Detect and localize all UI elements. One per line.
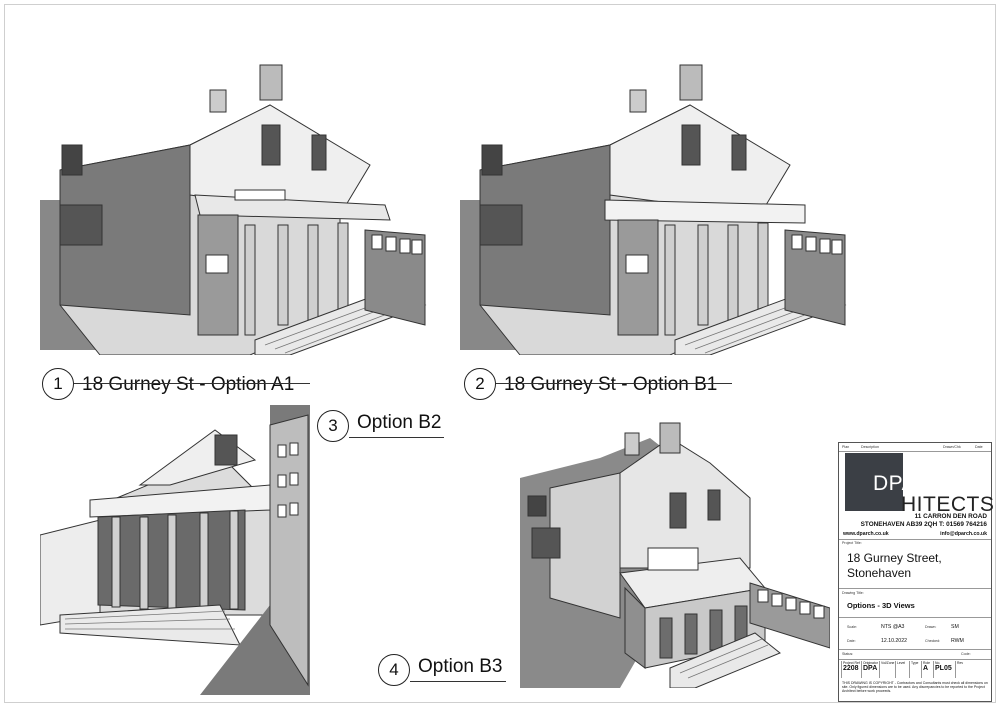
- drawn-value: SM: [951, 624, 959, 630]
- checked-value: RWM: [951, 638, 964, 644]
- grid-header: No.: [935, 661, 941, 665]
- grid-header: Type: [911, 661, 919, 665]
- caption-underline: [496, 383, 732, 384]
- project-line2: Stonehaven: [847, 566, 912, 580]
- website: www.dparch.co.uk: [843, 531, 889, 537]
- view-3-caption: 3 Option B2: [317, 410, 442, 442]
- grid-header: Originator: [863, 661, 878, 665]
- divider: [839, 539, 991, 540]
- logo-text: DPARC HITECTS: [873, 473, 994, 515]
- view-1-render: [40, 55, 430, 355]
- drawing-title-label: Drawing Title:: [842, 591, 864, 595]
- company-logo: [845, 453, 903, 511]
- view-2-render: [460, 55, 850, 355]
- grid-cell: Level: [895, 661, 909, 678]
- grid-header: Role: [923, 661, 930, 665]
- grid-value: DPA: [863, 665, 878, 672]
- address-line1: 11 CARRON DEN ROAD: [914, 513, 987, 520]
- caption-underline: [74, 383, 310, 384]
- view-3-render: [40, 405, 310, 695]
- view-4-caption: 4 Option B3: [378, 654, 503, 686]
- sheet-border: [4, 4, 996, 703]
- scale-value: NTS @A3: [881, 624, 905, 630]
- caption-underline: [410, 681, 506, 682]
- grid-cell: Rev: [955, 661, 967, 678]
- view-number-2: 2: [464, 368, 496, 400]
- view-1-label: 18 Gurney St - Option A1: [82, 374, 295, 395]
- grid-value: A: [923, 665, 929, 672]
- view-number-4: 4: [378, 654, 410, 686]
- code-label: Code:: [961, 652, 971, 656]
- divider: [839, 649, 991, 650]
- project-line1: 18 Gurney Street,: [847, 551, 942, 565]
- view-3-label: Option B2: [357, 412, 442, 433]
- status-label: Status:: [842, 652, 854, 656]
- grid-header: Project Ref: [843, 661, 860, 665]
- header-description: Description: [861, 445, 879, 449]
- checked-label: Checked:: [925, 639, 941, 643]
- grid-header: Vol/Zone: [881, 661, 895, 665]
- address-line2: STONEHAVEN AB39 2QH T: 01569 764216: [860, 521, 987, 528]
- divider: [839, 617, 991, 618]
- email: info@dparch.co.uk: [940, 531, 987, 537]
- project-title-label: Project Title:: [842, 541, 862, 545]
- date-value: 12.10.2022: [881, 638, 907, 644]
- grid-header: Level: [897, 661, 906, 665]
- drawn-label: Drawn:: [925, 625, 937, 629]
- scale-label: Scale:: [847, 625, 857, 629]
- view-4-render: [510, 418, 830, 688]
- grid-cell: Vol/Zone: [879, 661, 895, 678]
- logo-line1: DPARC: [873, 472, 948, 495]
- grid-cell: Type: [909, 661, 921, 678]
- title-block: Plan Description Drawn/Chk Date DPARC HI…: [838, 442, 994, 702]
- view-4-label: Option B3: [418, 656, 503, 677]
- grid-value: PL05: [935, 665, 952, 672]
- view-number-3: 3: [317, 410, 349, 442]
- view-number-1: 1: [42, 368, 74, 400]
- grid-header: Rev: [957, 661, 964, 665]
- header-plan: Plan: [842, 445, 850, 449]
- grid-cell: No.PL05: [933, 661, 955, 678]
- view-2-label: 18 Gurney St - Option B1: [504, 374, 718, 395]
- divider: [839, 659, 991, 660]
- caption-underline: [349, 437, 444, 438]
- view-1-caption: 1 18 Gurney St - Option A1: [42, 368, 294, 400]
- grid-value: 2208: [843, 665, 859, 672]
- header-drawn: Drawn/Chk: [943, 445, 961, 449]
- revision-header: Plan Description Drawn/Chk Date: [839, 443, 991, 452]
- logo-line2: HITECTS: [901, 493, 995, 516]
- divider: [839, 588, 991, 589]
- date-label: Date:: [847, 639, 856, 643]
- copyright-note: THIS DRAWING IS COPYRIGHT - Contractors …: [842, 681, 988, 693]
- header-date: Date: [975, 445, 983, 449]
- drawing-title: Options - 3D Views: [847, 601, 915, 610]
- view-2-caption: 2 18 Gurney St - Option B1: [464, 368, 717, 400]
